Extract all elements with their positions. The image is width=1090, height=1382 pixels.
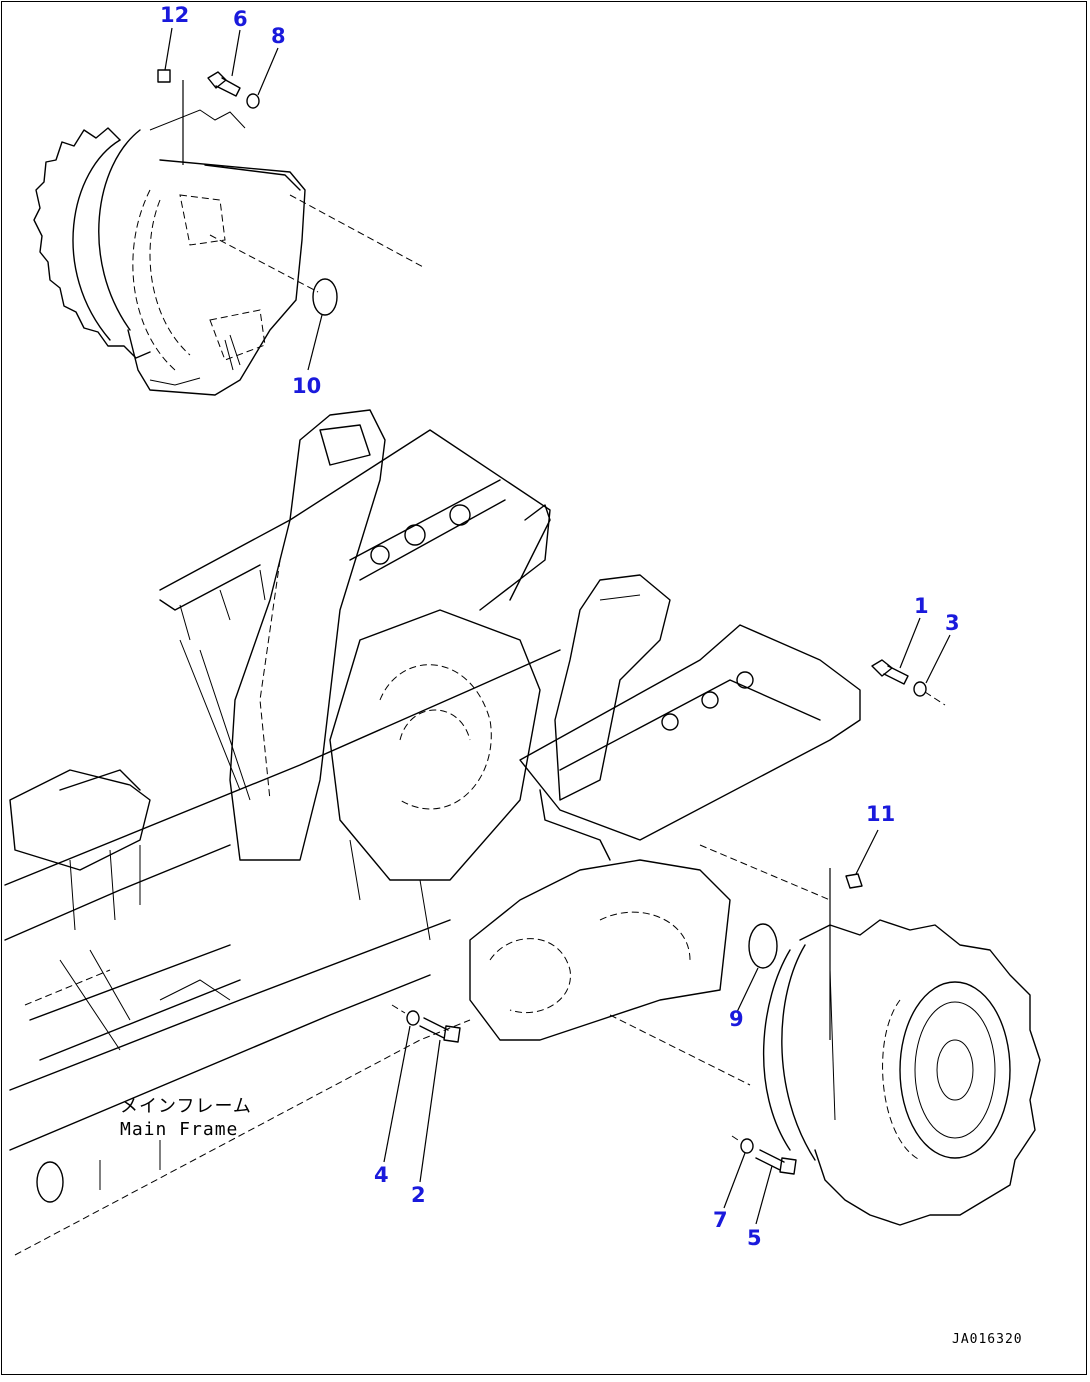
upper-sprocket-assembly [33,80,426,396]
o-ring-part-10 [312,278,338,316]
callout-2: 2 [411,1183,426,1207]
plug-part-12 [157,69,171,83]
callout-5: 5 [747,1226,762,1250]
lower-right-sprocket-assembly [762,868,1041,1226]
bolt-part-2 [419,1017,461,1043]
callout-11: 11 [866,802,895,826]
main-frame-label-en: Main Frame [120,1119,238,1140]
bolt-part-1 [871,659,909,685]
callout-8: 8 [271,24,286,48]
callout-9: 9 [729,1007,744,1031]
callout-7: 7 [713,1208,728,1232]
bolt-part-6 [207,71,241,97]
callouts: 12 6 8 10 1 3 11 9 4 2 7 5 [160,3,960,1250]
plug-part-11 [845,873,863,889]
callout-1: 1 [914,594,929,618]
drawing-code: JA016320 [952,1332,1023,1347]
callout-3: 3 [945,611,960,635]
bolt-part-5 [755,1149,797,1175]
leader-lines [164,27,951,1225]
callout-10: 10 [292,374,321,398]
callout-12: 12 [160,3,189,27]
washer-part-4 [406,1010,420,1026]
washer-part-3 [913,681,927,697]
callout-4: 4 [374,1163,389,1187]
washer-part-7 [740,1138,754,1154]
o-ring-part-9 [748,923,778,969]
main-frame-label-jp: メインフレーム [120,1096,252,1117]
main-frame-drawing [4,409,861,1256]
callout-6: 6 [233,7,248,31]
washer-part-8 [246,93,260,109]
